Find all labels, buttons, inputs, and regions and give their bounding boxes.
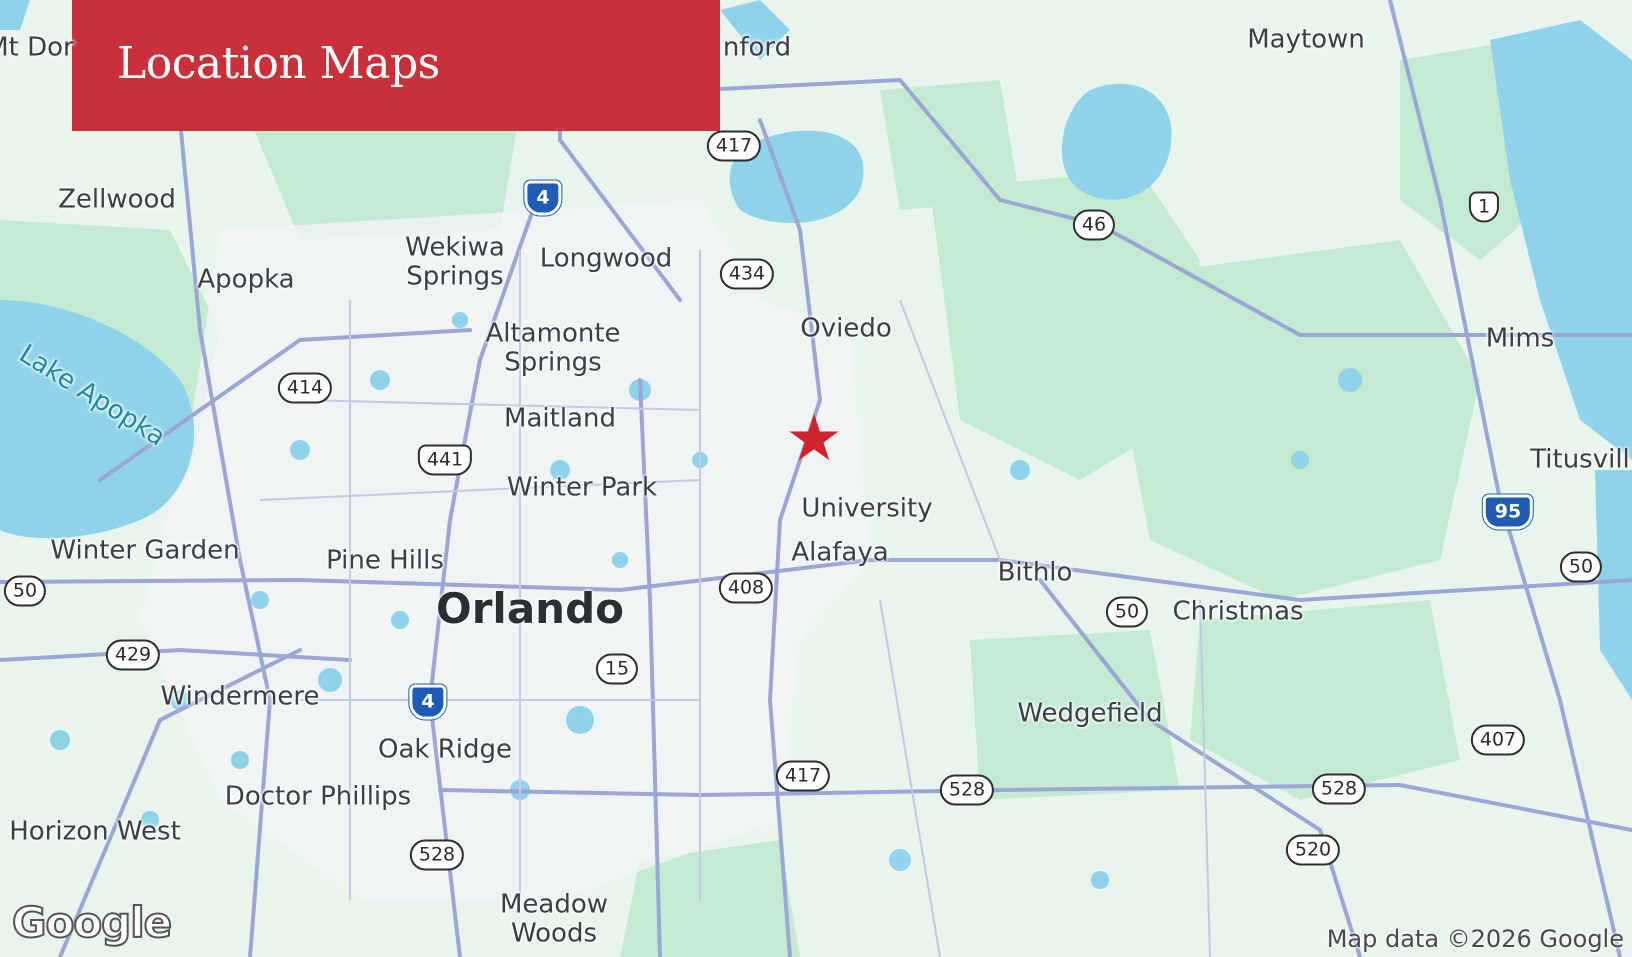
route-shield-414[interactable]: 414 bbox=[277, 372, 333, 404]
route-shield-46[interactable]: 46 bbox=[1072, 209, 1116, 241]
route-shield-528-mid[interactable]: 528 bbox=[939, 774, 995, 806]
route-shield-434[interactable]: 434 bbox=[719, 258, 775, 290]
water-bodies bbox=[0, 0, 1632, 700]
place-label-oviedo[interactable]: Oviedo bbox=[800, 313, 892, 344]
route-shield-407[interactable]: 407 bbox=[1470, 724, 1526, 756]
route-shield-15[interactable]: 15 bbox=[595, 653, 639, 685]
route-shield-50-west[interactable]: 50 bbox=[3, 575, 47, 607]
place-label-pine-hills[interactable]: Pine Hills bbox=[326, 545, 444, 576]
route-shield-us1[interactable]: 1 bbox=[1468, 191, 1500, 223]
place-label-wekiwa-springs[interactable]: Wekiwa Springs bbox=[405, 232, 505, 291]
place-label-longwood[interactable]: Longwood bbox=[539, 243, 673, 274]
route-shield-i95[interactable]: 95 bbox=[1482, 494, 1534, 530]
place-label-titusville[interactable]: Titusvill bbox=[1530, 444, 1630, 475]
place-label-maytown[interactable]: Maytown bbox=[1247, 24, 1365, 55]
route-shield-us441[interactable]: 441 bbox=[417, 444, 473, 476]
place-label-wedgefield[interactable]: Wedgefield bbox=[1017, 698, 1163, 729]
place-label-maitland[interactable]: Maitland bbox=[504, 403, 616, 434]
star-marker-icon[interactable]: ★ bbox=[785, 402, 843, 474]
map-attribution: Map data ©2026 Google bbox=[1326, 925, 1624, 953]
route-shield-528-east[interactable]: 528 bbox=[1311, 773, 1367, 805]
route-shield-417-north[interactable]: 417 bbox=[706, 130, 762, 162]
place-label-mims[interactable]: Mims bbox=[1485, 323, 1555, 354]
google-logo: Google bbox=[11, 897, 173, 948]
place-label-mt-dora[interactable]: Mt Dor bbox=[0, 32, 74, 63]
location-maps-banner: Location Maps bbox=[72, 0, 720, 131]
place-label-orlando[interactable]: Orlando bbox=[436, 583, 624, 633]
place-label-apopka[interactable]: Apopka bbox=[197, 264, 295, 295]
route-shield-520[interactable]: 520 bbox=[1285, 834, 1341, 866]
banner-title: Location Maps bbox=[117, 38, 440, 89]
route-shield-408[interactable]: 408 bbox=[718, 572, 774, 604]
place-label-sanford[interactable]: nford bbox=[722, 32, 792, 63]
place-label-horizon-west[interactable]: Horizon West bbox=[9, 816, 181, 847]
place-label-university[interactable]: University bbox=[801, 493, 933, 524]
place-label-windermere[interactable]: Windermere bbox=[160, 681, 320, 712]
place-label-zellwood[interactable]: Zellwood bbox=[58, 184, 176, 215]
place-label-doctor-phillips[interactable]: Doctor Phillips bbox=[224, 781, 412, 812]
place-label-alafaya[interactable]: Alafaya bbox=[791, 537, 889, 568]
route-shield-50-east[interactable]: 50 bbox=[1559, 551, 1603, 583]
minor-roads bbox=[259, 250, 1211, 957]
place-label-winter-garden[interactable]: Winter Garden bbox=[50, 535, 240, 566]
place-label-winter-park[interactable]: Winter Park bbox=[506, 472, 658, 503]
place-label-altamonte-springs[interactable]: Altamonte Springs bbox=[485, 318, 621, 377]
place-label-meadow-woods[interactable]: Meadow Woods bbox=[499, 889, 609, 948]
place-label-oak-ridge[interactable]: Oak Ridge bbox=[377, 734, 513, 765]
route-shield-528-west[interactable]: 528 bbox=[409, 839, 465, 871]
route-shield-417-south[interactable]: 417 bbox=[775, 760, 831, 792]
place-label-bithlo[interactable]: Bithlo bbox=[997, 557, 1073, 588]
route-shield-i4-north[interactable]: 4 bbox=[524, 180, 562, 216]
route-shield-429[interactable]: 429 bbox=[105, 639, 161, 671]
route-shield-50-mid[interactable]: 50 bbox=[1105, 596, 1149, 628]
place-label-christmas[interactable]: Christmas bbox=[1172, 596, 1304, 627]
route-shield-i4-south[interactable]: 4 bbox=[409, 684, 447, 720]
